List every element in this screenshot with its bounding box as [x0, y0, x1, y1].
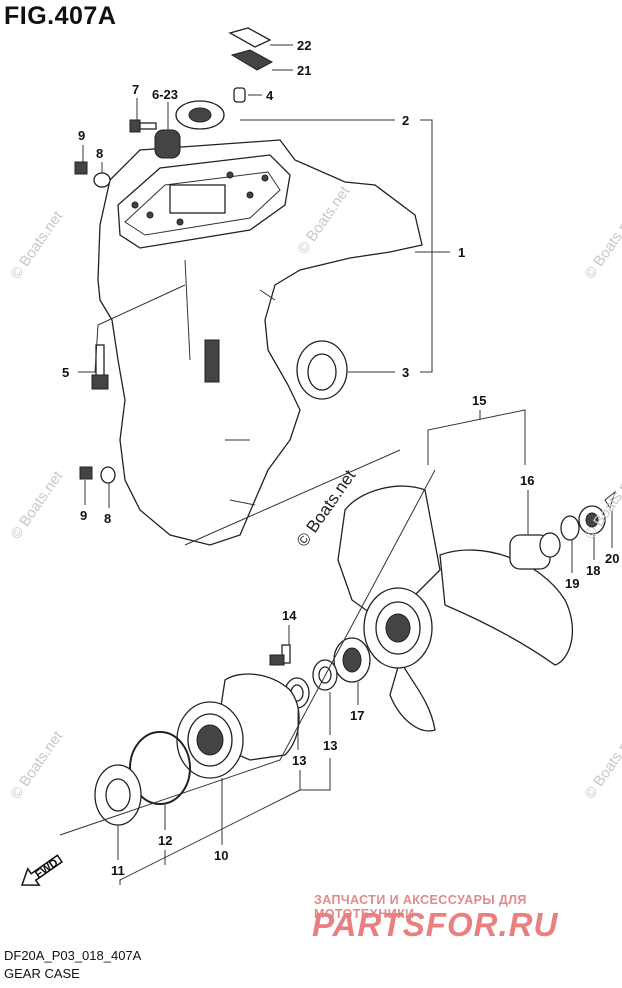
propeller — [337, 485, 574, 732]
callout-13b: 13 — [292, 753, 306, 768]
watermark-boats-4: © Boats.net — [7, 467, 66, 542]
callout-14: 14 — [282, 608, 297, 623]
fwd-arrow: FWD — [20, 854, 64, 886]
dowel-pin — [233, 87, 246, 103]
bearing-17 — [333, 637, 371, 683]
spacer-16 — [509, 532, 561, 570]
callout-9b: 9 — [80, 508, 87, 523]
callout-19: 19 — [565, 576, 579, 591]
guide-line-1 — [59, 469, 436, 836]
bearing-housing-10 — [176, 673, 300, 779]
bracket-13 — [299, 758, 331, 791]
bracket-1 — [420, 119, 433, 373]
figure-caption: GEAR CASE — [4, 966, 80, 981]
callout-3: 3 — [402, 365, 409, 380]
bolt-5 — [91, 344, 109, 390]
bearing-23 — [154, 100, 225, 159]
callout-5: 5 — [62, 365, 69, 380]
guide-line-2 — [184, 449, 401, 546]
callout-17: 17 — [350, 708, 364, 723]
washer-8-lower — [100, 466, 116, 484]
washer-19 — [560, 515, 580, 541]
callout-8b: 8 — [104, 511, 111, 526]
watermark-boats-6: © Boats.net — [581, 467, 622, 542]
figure-code: DF20A_P03_018_407A — [4, 948, 142, 963]
bracket-15 — [427, 409, 526, 465]
oil-seal-11 — [94, 764, 142, 826]
callout-12: 12 — [158, 833, 172, 848]
bolt-9-upper — [74, 161, 88, 175]
cotter-pin-20 — [604, 490, 616, 510]
watermark-boats-1: © Boats.net — [7, 207, 66, 282]
nut-18 — [578, 505, 606, 535]
watermark-boats-7: © Boats.net — [7, 727, 66, 802]
figure-title: FIG.407A — [4, 2, 117, 30]
o-ring-12 — [129, 731, 191, 805]
callout-2: 2 — [402, 113, 409, 128]
watermark-boats-8: © Boats.net — [581, 727, 622, 802]
leader-5 — [78, 284, 186, 373]
callout-10: 10 — [214, 848, 228, 863]
callout-20: 20 — [605, 551, 619, 566]
watermark-boats-3: © Boats.net — [581, 207, 622, 282]
callout-13a: 13 — [323, 738, 337, 753]
oil-seal-3 — [296, 340, 348, 400]
pads — [228, 27, 274, 71]
callout-16: 16 — [520, 473, 534, 488]
bracket-11 — [119, 789, 301, 885]
gear-case-housing — [97, 139, 423, 546]
bolt-9-lower — [79, 466, 93, 480]
callout-11: 11 — [111, 863, 125, 878]
callout-21: 21 — [297, 63, 311, 78]
callout-9a: 9 — [78, 128, 85, 143]
bolt-7 — [129, 119, 157, 133]
callout-8a: 8 — [96, 146, 103, 161]
callout-15: 15 — [472, 393, 486, 408]
bolt-14 — [269, 644, 291, 666]
callout-22: 22 — [297, 38, 311, 53]
callout-623: 6-23 — [152, 87, 178, 102]
partsfor-subtitle: ЗАПЧАСТИ И АКСЕССУАРЫ ДЛЯ МОТОТЕХНИКИ — [314, 893, 527, 921]
callout-18: 18 — [586, 563, 600, 578]
callout-7: 7 — [132, 82, 139, 97]
partsfor-logo: PARTSFOR.RU — [312, 906, 559, 943]
callout-1: 1 — [458, 245, 465, 260]
washer-8-upper — [93, 172, 111, 188]
callout-4: 4 — [266, 88, 274, 103]
